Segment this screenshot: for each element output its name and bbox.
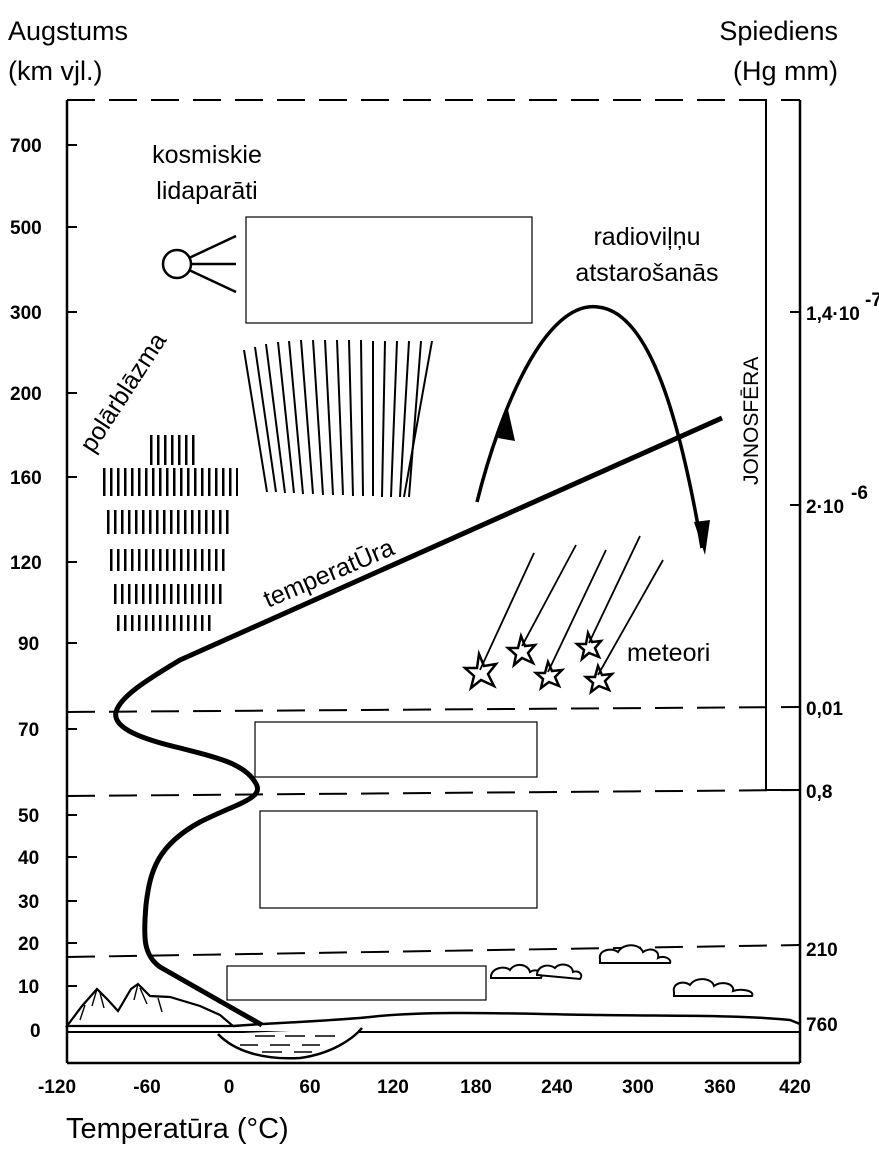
clouds-illustration [490,944,754,997]
radio-label-line2: atstarošanās [575,259,718,287]
radio-label-line1: radioviļņu [593,223,700,251]
right-tick-exponent: -7 [865,290,879,311]
left-tick: 120 [10,553,42,574]
diagram-frame [65,99,802,1065]
answer-box-mesosphere[interactable] [254,721,538,778]
bottom-tick: 60 [299,1077,320,1098]
ionosphere-label: JONOSFĒRA [740,357,763,485]
left-tick: 200 [10,384,42,405]
left-tick: 50 [18,806,39,827]
meteors-label: meteori [627,639,710,667]
cloud-icon [535,963,583,981]
bottom-tick: 120 [377,1077,409,1098]
cloud-icon [672,978,754,997]
bottom-tick: 360 [704,1077,736,1098]
right-axis-unit: (Hg mm) [733,56,838,86]
left-tick: 90 [18,634,39,655]
meteor-star-icon [504,631,539,669]
right-axis-title: Spiediens [719,16,838,46]
right-axis: 1,4·10 -7 2·10 -6 0,01 0,8 210 760 [790,290,879,1036]
answer-box-troposphere[interactable] [226,965,487,1001]
ray-lines [243,339,433,498]
arrow-up-icon [498,405,515,441]
ionosphere-column: JONOSFĒRA [740,100,800,791]
answer-box-stratosphere[interactable] [259,810,538,909]
radio-reflection-arc: radioviļņu atstarošanās [475,223,719,555]
right-tick-exponent: -6 [851,483,868,504]
left-axis-title: Augstums [8,16,128,46]
answer-box-thermosphere[interactable] [245,216,533,324]
x-axis-label: Temperatūra (°C) [66,1113,289,1145]
bottom-tick: -120 [38,1077,76,1098]
bottom-tick: 300 [622,1077,654,1098]
left-tick: 10 [18,977,39,998]
right-tick: 760 [806,1015,838,1036]
bottom-tick: -60 [133,1077,160,1098]
left-tick: 300 [10,303,42,324]
left-axis: 700 500 300 200 160 120 90 70 50 40 30 2… [10,136,77,1042]
meteors-illustration: meteori [461,535,710,696]
left-tick: 700 [10,136,42,157]
bottom-tick: 0 [224,1077,235,1098]
meteor-star-icon [532,658,566,692]
left-tick: 70 [18,720,39,741]
left-tick: 0 [30,1021,41,1042]
arrow-down-icon [694,520,710,555]
spacecraft-label-line1: kosmiskie [152,141,262,169]
left-tick: 30 [18,892,39,913]
meteor-star-icon [573,628,605,663]
right-tick: 0,8 [806,782,832,803]
bottom-tick: 180 [460,1077,492,1098]
right-tick: 0,01 [806,699,843,720]
left-tick: 160 [10,468,42,489]
left-tick: 20 [18,934,39,955]
right-tick: 210 [806,940,838,961]
aurora-illustration: polārblāzma [75,328,238,631]
meteor-star-icon [461,649,500,692]
meteor-star-icon [582,662,616,696]
right-tick: 1,4·10 [806,304,860,325]
spacecraft-label-line2: lidaparāti [156,177,257,205]
spacecraft-illustration: kosmiskie lidaparāti [152,141,262,294]
cloud-icon [490,964,543,979]
left-tick: 40 [18,848,39,869]
left-tick: 500 [10,218,42,239]
bottom-tick: 420 [779,1077,811,1098]
bottom-tick: 240 [541,1077,573,1098]
cloud-icon [598,944,672,964]
right-tick: 2·10 [806,497,844,518]
mountains-illustration [64,982,237,1028]
bottom-axis: -120 -60 0 60 120 180 240 300 360 420 Te… [38,1077,811,1145]
layer-boundaries [66,706,801,958]
ground-illustration [217,1011,801,1060]
left-axis-unit: (km vjl.) [8,56,102,86]
satellite-icon [161,234,237,294]
